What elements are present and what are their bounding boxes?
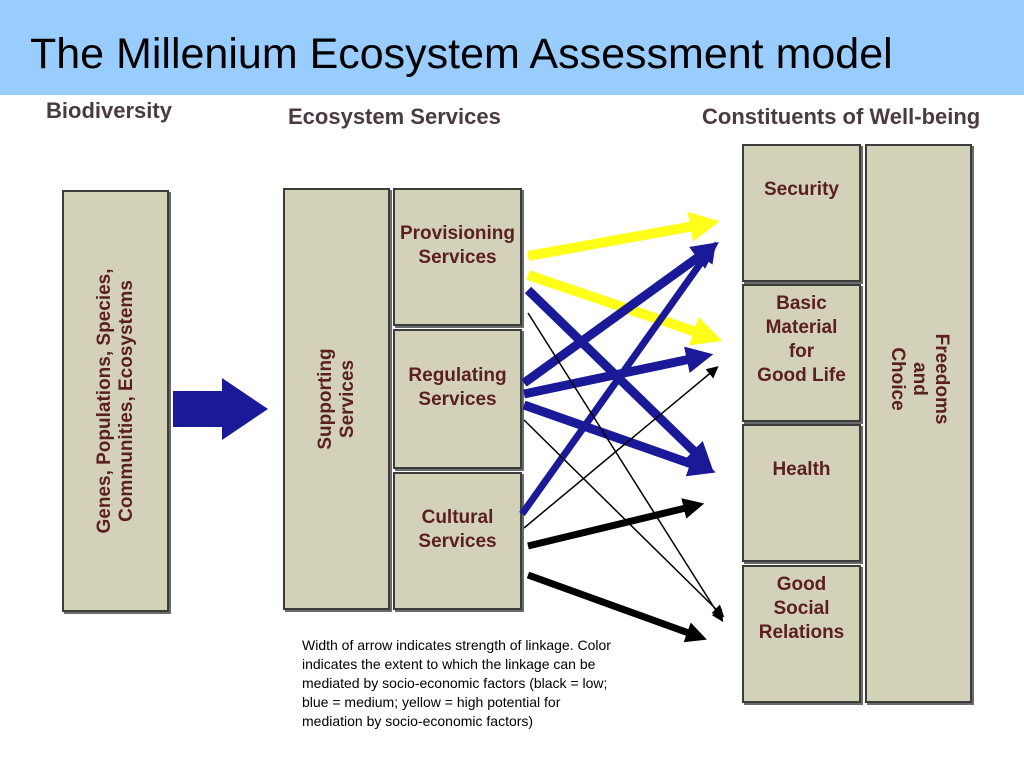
basic-material-label: Basic Material for Good Life (744, 292, 859, 388)
legend-note-line-4: blue = medium; yellow = high potential f… (302, 694, 561, 710)
arrow-regulating-basic-material (523, 346, 714, 399)
biodiversity-box: Genes, Populations, Species, Communities… (62, 190, 169, 612)
title-bar: The Millenium Ecosystem Assessment model (0, 0, 1024, 95)
basic-material-line-4: Good Life (757, 365, 846, 386)
legend-note-line-1: Width of arrow indicates strength of lin… (302, 637, 611, 653)
arrow-regulating-health (522, 400, 716, 477)
arrow-provisioning-security (527, 211, 720, 261)
arrow-regulating-security (521, 242, 719, 387)
header-biodiversity: Biodiversity (46, 98, 172, 123)
good-social-line-1: Good (776, 574, 827, 595)
provisioning-services-box: Provisioning Services (393, 188, 522, 326)
good-social-relations-label: Good Social Relations (744, 573, 859, 645)
basic-material-box: Basic Material for Good Life (742, 284, 861, 422)
good-social-relations-box: Good Social Relations (742, 565, 861, 703)
arrow-provisioning-good-social (527, 312, 724, 623)
regulating-services-box: Regulating Services (393, 329, 522, 469)
regulating-line-2: Services (418, 389, 497, 410)
arrow-provisioning-basic-material (526, 270, 723, 346)
supporting-services-box: Supporting Services (283, 188, 390, 610)
health-box: Health (742, 424, 861, 562)
cultural-line-1: Cultural (421, 507, 494, 528)
arrow-legend-note: Width of arrow indicates strength of lin… (302, 636, 682, 731)
legend-note-line-3: mediated by socio-economic factors (blac… (302, 675, 608, 691)
arrow-regulating-good-social (523, 419, 725, 618)
arrow-cultural-good-social (526, 571, 707, 643)
header-ecosystem-services: Ecosystem Services (288, 104, 501, 129)
cultural-services-label: Cultural Services (395, 506, 520, 554)
basic-material-line-2: Material (765, 317, 838, 338)
freedoms-and-choice-box: Freedoms and Choice (865, 144, 972, 703)
good-social-line-2: Social (773, 598, 830, 619)
arrow-cultural-health (527, 498, 705, 550)
health-label: Health (772, 459, 831, 480)
legend-note-line-5: mediation by socio-economic factors) (302, 713, 534, 729)
basic-material-line-3: for (788, 341, 815, 362)
biodiversity-to-services-arrow (173, 378, 268, 440)
header-wellbeing: Constituents of Well-being (702, 104, 981, 129)
provisioning-line-1: Provisioning (399, 223, 516, 244)
basic-material-line-1: Basic (776, 293, 827, 314)
arrow-cultural-basic-material (523, 366, 719, 529)
provisioning-line-2: Services (418, 247, 497, 268)
regulating-services-label: Regulating Services (395, 364, 520, 412)
provisioning-services-label: Provisioning Services (395, 222, 520, 270)
security-label: Security (764, 179, 839, 200)
regulating-line-1: Regulating (408, 365, 507, 386)
arrow-cultural-security (519, 241, 717, 517)
legend-note-line-2: indicates the extent to which the linkag… (302, 656, 596, 672)
page-title: The Millenium Ecosystem Assessment model (30, 30, 893, 78)
cultural-services-box: Cultural Services (393, 472, 522, 610)
cultural-line-2: Services (418, 531, 497, 552)
security-box: Security (742, 144, 861, 282)
good-social-line-3: Relations (758, 622, 845, 643)
